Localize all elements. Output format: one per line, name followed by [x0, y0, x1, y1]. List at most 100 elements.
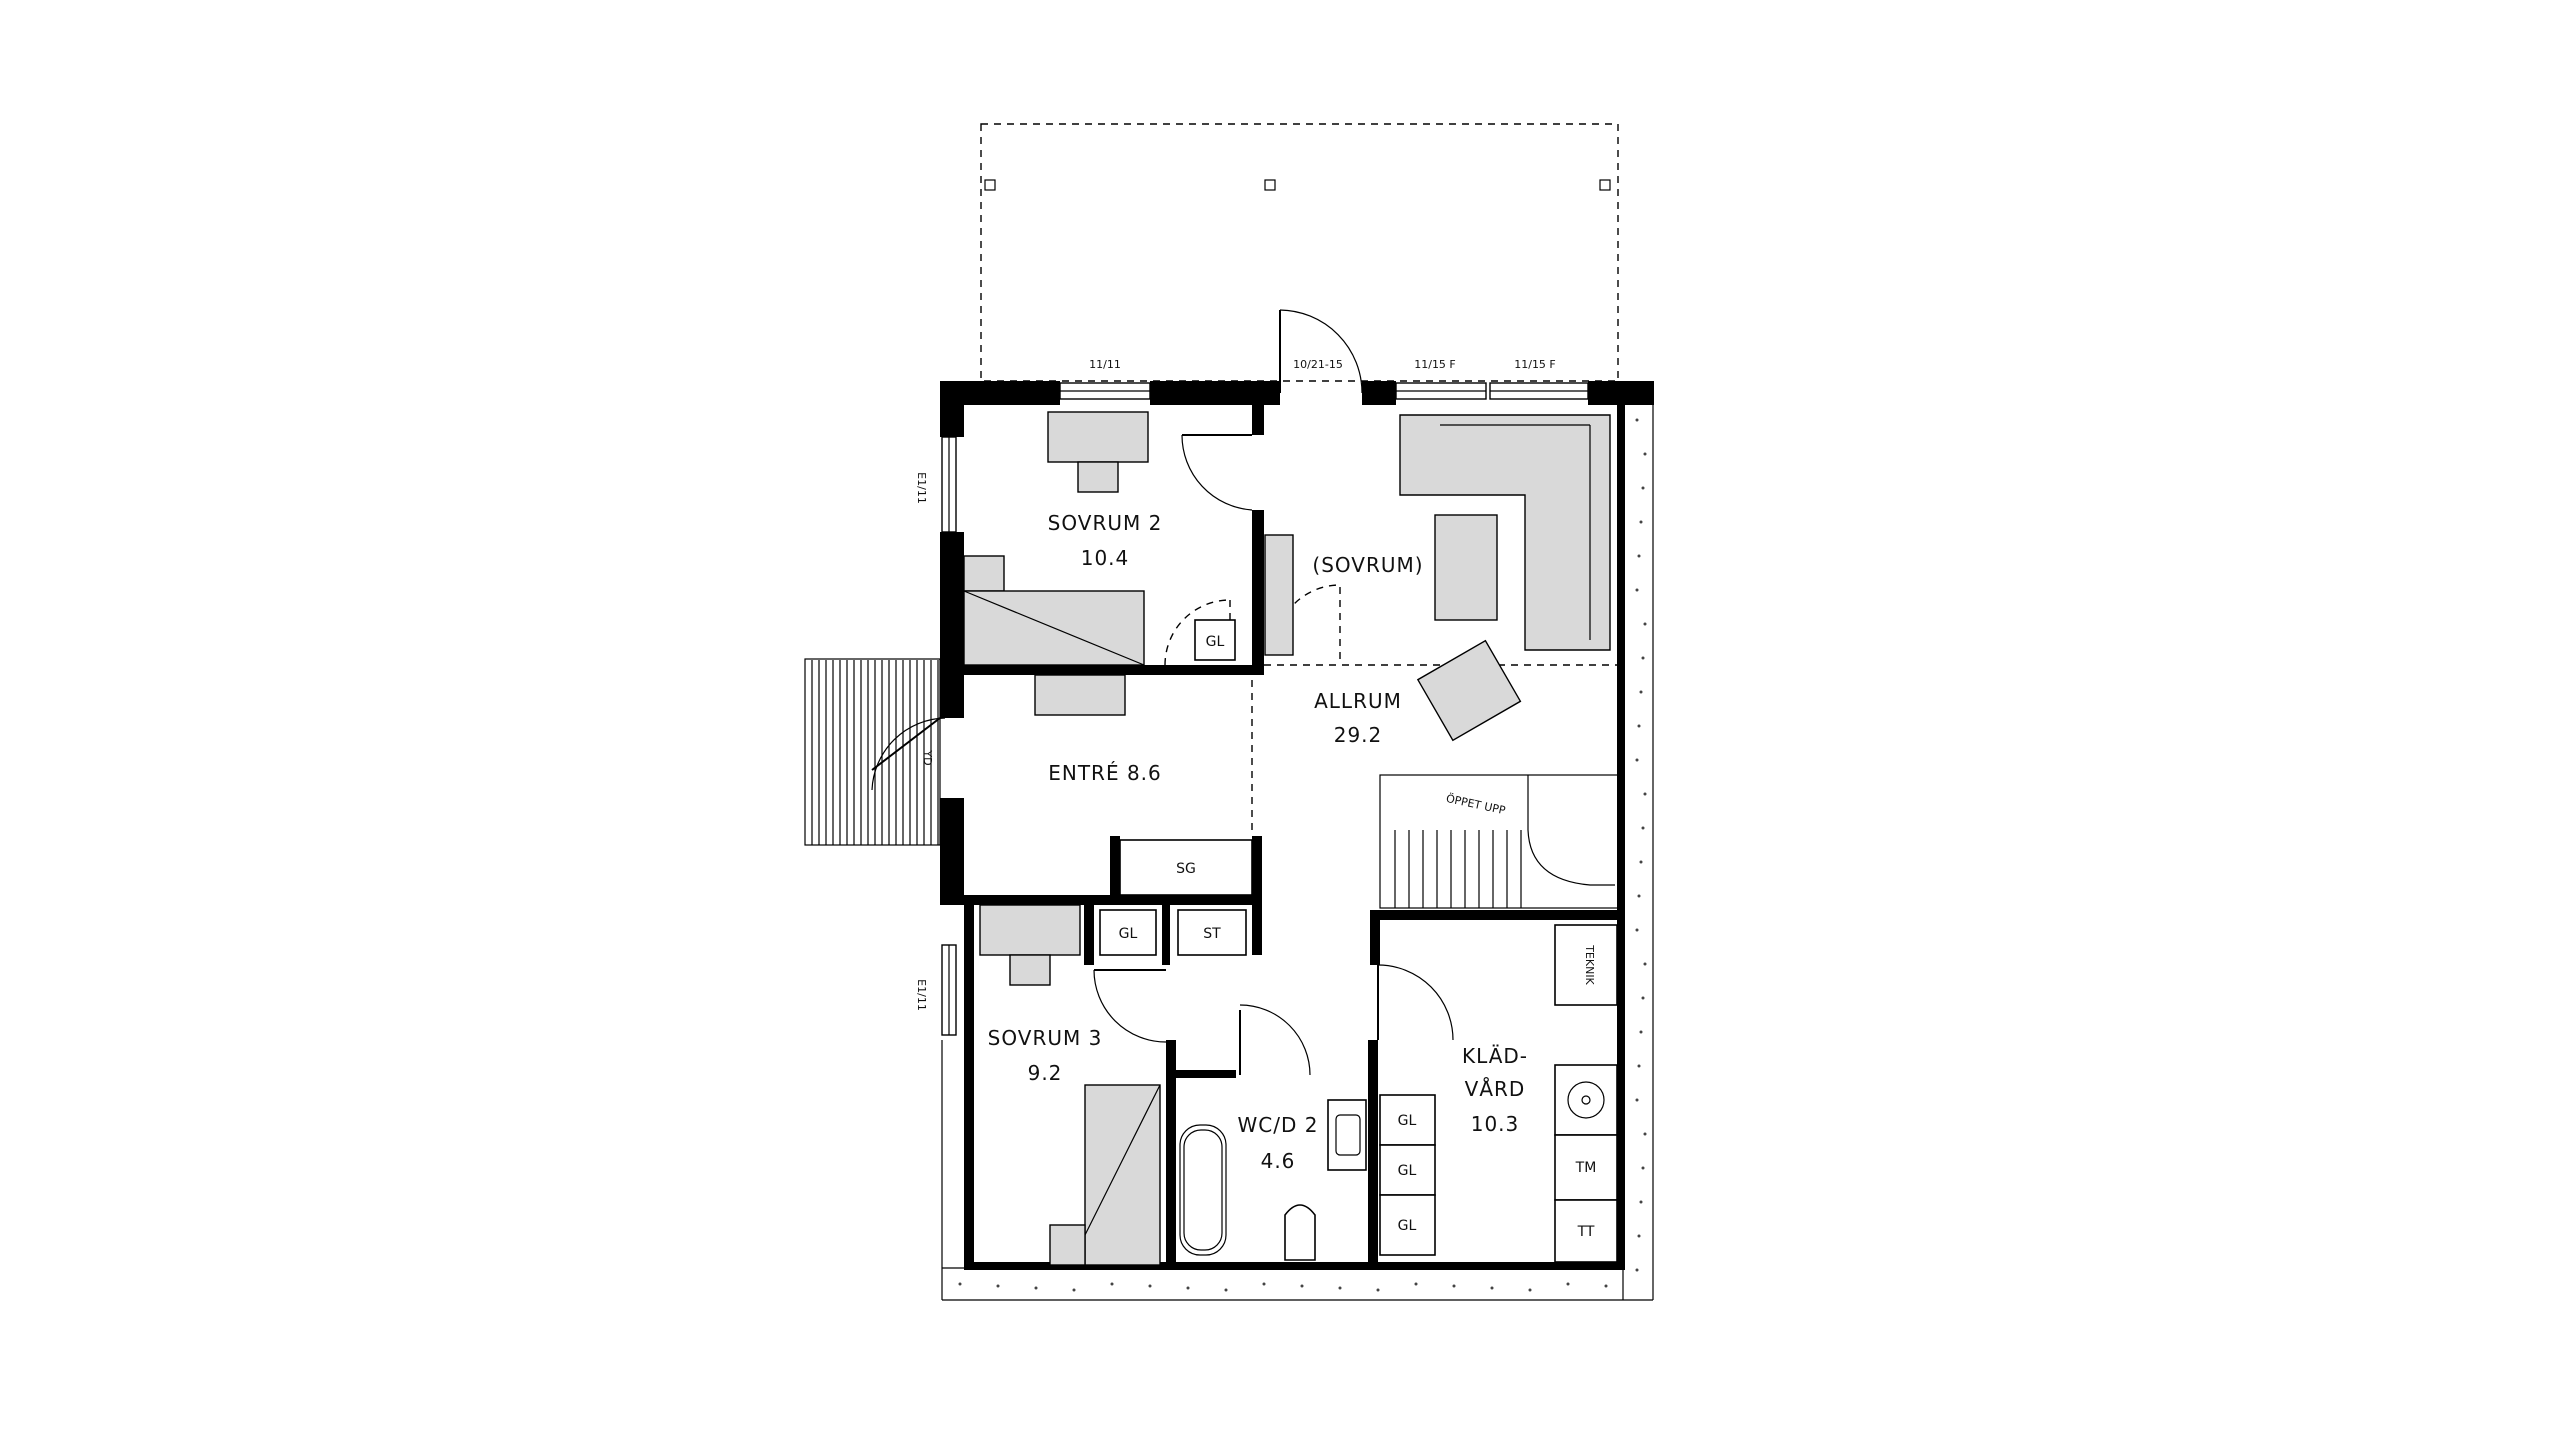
- facade-dot: [1639, 690, 1643, 694]
- sovrum-alt-name: (SOVRUM): [1312, 553, 1423, 577]
- facade-dot: [996, 1284, 1000, 1288]
- entre-name: ENTRÉ 8.6: [1048, 761, 1162, 785]
- facade-dot: [1186, 1286, 1190, 1290]
- bathtub: [1179, 1124, 1227, 1256]
- sovrum3-area: 9.2: [1028, 1061, 1063, 1085]
- facade-dot: [1566, 1282, 1570, 1286]
- entrance-steps: [804, 658, 941, 846]
- toilet: [1284, 1204, 1316, 1261]
- window-label-left-upper: E1/11: [915, 472, 928, 504]
- facade-dot: [1637, 1234, 1641, 1238]
- facade-dot: [1490, 1286, 1494, 1290]
- allrum-area: 29.2: [1334, 723, 1383, 747]
- room-labels: SOVRUM 2 10.4 (SOVRUM) ALLRUM 29.2 ENTRÉ…: [988, 511, 1528, 1173]
- facade-dot: [1414, 1282, 1418, 1286]
- facade-dot: [1635, 758, 1639, 762]
- kladvard-area: 10.3: [1471, 1112, 1520, 1136]
- pillow: [963, 555, 1005, 592]
- desk-sovrum3: [979, 904, 1081, 956]
- facade-dot: [1604, 1284, 1608, 1288]
- facade-dot: [1300, 1284, 1304, 1288]
- facade-dot: [1637, 1064, 1641, 1068]
- wcd2-area: 4.6: [1261, 1149, 1296, 1173]
- facade-dot: [1639, 520, 1643, 524]
- facade-dot: [1641, 486, 1645, 490]
- allrum-name: ALLRUM: [1314, 689, 1402, 713]
- tt-label: TT: [1577, 1224, 1595, 1240]
- pillow-sovrum3: [1049, 1224, 1086, 1266]
- sovrum2-name: SOVRUM 2: [1048, 511, 1163, 535]
- facade-dot: [1148, 1284, 1152, 1288]
- window-label-top-mid: 11/15 F: [1414, 358, 1456, 371]
- teknik-label: TEKNIK: [1583, 944, 1596, 985]
- facade-dot: [1641, 996, 1645, 1000]
- facade-dot: [1641, 826, 1645, 830]
- facade-dot: [1637, 894, 1641, 898]
- window-label-top-right: 11/15 F: [1514, 358, 1556, 371]
- facade-dot: [1528, 1288, 1532, 1292]
- kladvard-name-2: VÅRD: [1465, 1077, 1526, 1101]
- facade-dot: [1110, 1282, 1114, 1286]
- gl-label-closet: GL: [1119, 926, 1138, 942]
- sovrum2-area: 10.4: [1081, 546, 1130, 570]
- facade-dot: [1643, 962, 1647, 966]
- chair-sovrum3: [1009, 954, 1051, 986]
- facade-dot: [1224, 1288, 1228, 1292]
- facade-dot: [1452, 1284, 1456, 1288]
- facade-dot: [1635, 1268, 1639, 1272]
- facade-dot: [1034, 1286, 1038, 1290]
- bed-sovrum3: [1084, 1084, 1161, 1266]
- tm-label: TM: [1575, 1160, 1597, 1176]
- gl-label-kladvard-2: GL: [1398, 1163, 1417, 1179]
- sg-label: SG: [1176, 861, 1196, 877]
- facade-texture: [958, 418, 1647, 1292]
- facade-dot: [1635, 588, 1639, 592]
- door-label-top: 10/21-15: [1293, 358, 1343, 371]
- stair-note: ÖPPET UPP: [1445, 792, 1507, 817]
- facade-dot: [1262, 1282, 1266, 1286]
- window-labels: 11/11 10/21-15 11/15 F 11/15 F E1/11 E1/…: [915, 358, 1556, 1011]
- interior-walls: [940, 405, 1620, 1265]
- sovrum3-name: SOVRUM 3: [988, 1026, 1103, 1050]
- st-label: ST: [1203, 926, 1221, 942]
- facade-dot: [1643, 622, 1647, 626]
- desk-sovrum2: [1047, 411, 1149, 463]
- facade-dot: [1338, 1286, 1342, 1290]
- facade-dot: [1635, 418, 1639, 422]
- facade-dot: [1643, 452, 1647, 456]
- gl-label-kladvard-1: GL: [1398, 1113, 1417, 1129]
- window-label-left-lower: E1/11: [915, 979, 928, 1011]
- facade-dot: [1639, 860, 1643, 864]
- gl-label-sovrum2: GL: [1206, 634, 1225, 650]
- doors: [871, 309, 1620, 1076]
- facade-dot: [1637, 554, 1641, 558]
- kladvard-name-1: KLÄD-: [1462, 1044, 1528, 1068]
- facade-dot: [1639, 1200, 1643, 1204]
- chair-sovrum2: [1077, 461, 1119, 493]
- facade-dot: [1635, 928, 1639, 932]
- facade-dot: [1643, 792, 1647, 796]
- facade-dot: [1643, 1132, 1647, 1136]
- facade-dot: [1641, 1166, 1645, 1170]
- bench-entre: [1034, 674, 1126, 716]
- furniture: [963, 411, 1621, 1266]
- facade-dot: [1641, 656, 1645, 660]
- armchair: [1416, 639, 1522, 742]
- shelf: [1264, 534, 1294, 656]
- staircase: [1379, 774, 1621, 909]
- sofa: [1399, 414, 1611, 651]
- exterior-walls: [940, 381, 1654, 1270]
- facade-dot: [1637, 724, 1641, 728]
- window-label-top-left: 11/11: [1089, 358, 1121, 371]
- facade-dot: [1635, 1098, 1639, 1102]
- facade-dot: [958, 1282, 962, 1286]
- facade-dot: [1072, 1288, 1076, 1292]
- facade-dot: [1376, 1288, 1380, 1292]
- windows: [941, 382, 1589, 1036]
- coffee-table: [1434, 514, 1498, 621]
- facade-dot: [1639, 1030, 1643, 1034]
- wcd2-name: WC/D 2: [1238, 1113, 1319, 1137]
- entrance-door-label: YD: [921, 749, 934, 765]
- terrace-outline: [980, 123, 1619, 382]
